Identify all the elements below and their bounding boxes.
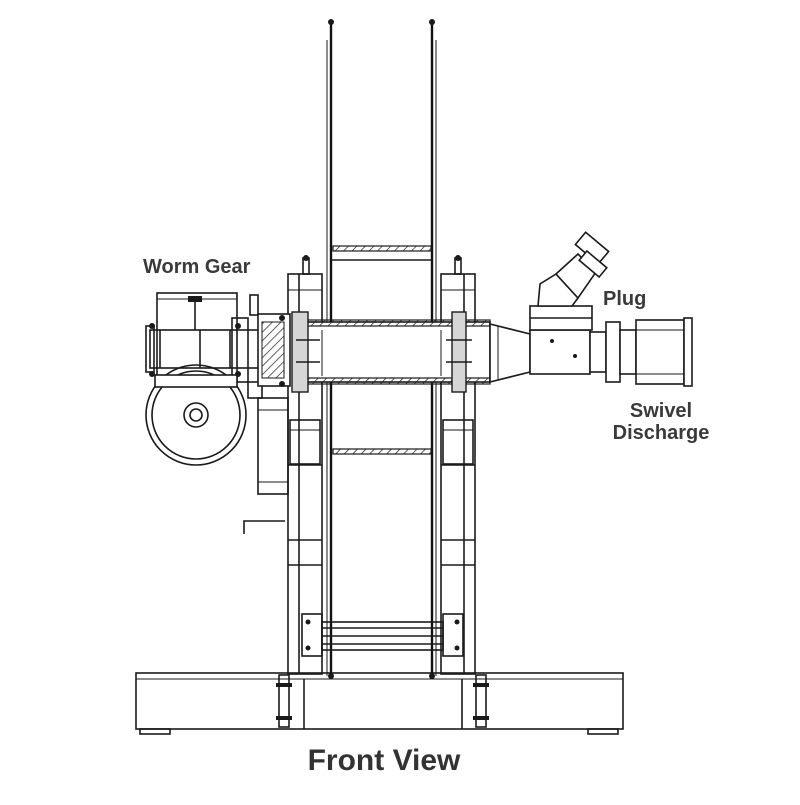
swivel-discharge bbox=[589, 317, 693, 387]
main-drum-pipe bbox=[291, 311, 491, 393]
plug-label: Plug bbox=[603, 288, 647, 310]
worm-gear-assembly bbox=[145, 292, 291, 534]
worm-gear-label: Worm Gear bbox=[143, 256, 251, 278]
cross-bars bbox=[331, 245, 432, 455]
base-skid bbox=[135, 672, 624, 735]
plug-valve bbox=[529, 231, 610, 375]
swivel-discharge-label-line2: Discharge bbox=[612, 422, 710, 444]
reducer-cone bbox=[489, 322, 531, 384]
bottom-clamp-bar bbox=[301, 613, 464, 657]
swivel-discharge-label: Swivel Discharge bbox=[602, 400, 720, 444]
swivel-discharge-label-line1: Swivel bbox=[629, 400, 693, 422]
view-title: Front View bbox=[307, 744, 461, 777]
